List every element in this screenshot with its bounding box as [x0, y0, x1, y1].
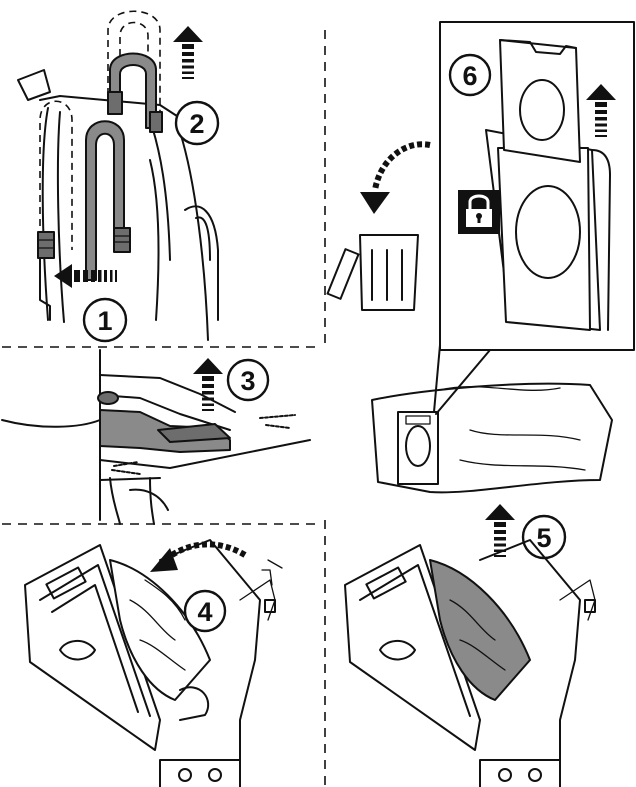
- panel-open-lid: 4: [25, 540, 282, 787]
- arrow-up-step5: [485, 504, 515, 557]
- curved-arrow-icon: [360, 144, 430, 214]
- step-badge-6: 6: [450, 55, 490, 95]
- panel-hose-removal: 1 2: [18, 11, 218, 341]
- panel-latch-release: 3: [2, 350, 310, 524]
- lock-icon: [458, 190, 500, 234]
- hose-connector-top: [108, 92, 122, 114]
- step-badge-5: 5: [523, 516, 565, 558]
- step-number-5: 5: [536, 523, 551, 553]
- panel-remove-bag: 5: [345, 384, 612, 787]
- step-number-4: 4: [197, 597, 212, 627]
- handle-grip: [18, 70, 50, 100]
- bag-collar: [398, 412, 438, 484]
- latch-screw: [98, 392, 118, 404]
- arrow-up-step2: [173, 26, 203, 79]
- step-badge-2: 2: [176, 102, 218, 144]
- step-badge-3: 3: [228, 360, 268, 400]
- step-badge-4: 4: [185, 591, 225, 631]
- step-number-3: 3: [240, 366, 255, 396]
- step-number-2: 2: [189, 109, 204, 139]
- curved-arrow-step4: [150, 544, 245, 572]
- step-number-1: 1: [97, 306, 112, 336]
- panel-bag-collar-detail: 6: [434, 22, 634, 414]
- hose-loop-lower: [86, 121, 124, 280]
- trash-bin-icon: [328, 235, 418, 310]
- step-number-6: 6: [462, 61, 477, 91]
- collar-slide: [500, 40, 580, 162]
- discard-into-bin: [328, 144, 430, 310]
- step-badge-1: 1: [84, 299, 126, 341]
